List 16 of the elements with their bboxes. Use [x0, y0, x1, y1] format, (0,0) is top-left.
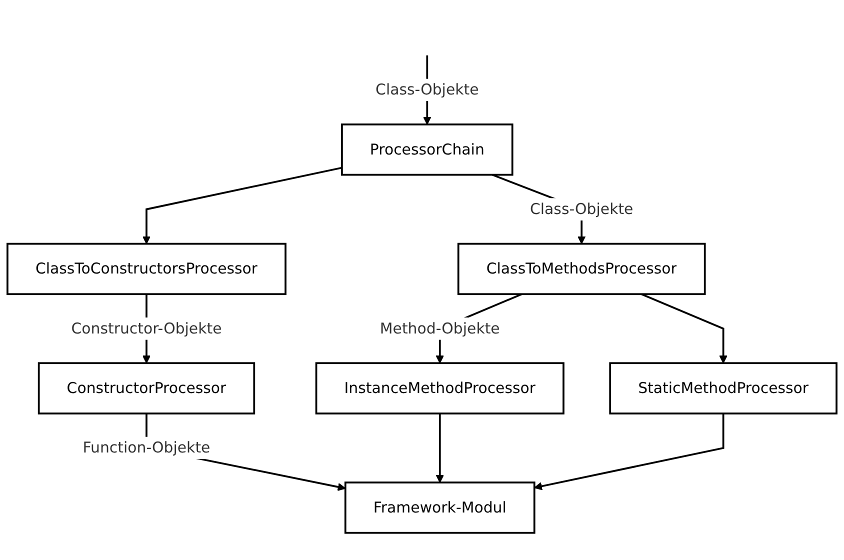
edge-label: Function-Objekte — [82, 438, 210, 456]
node-box: InstanceMethodProcessor — [315, 362, 564, 414]
edge-label: Class-Objekte — [530, 200, 634, 218]
arrow — [641, 293, 728, 364]
edge-label: Class-Objekte — [376, 80, 479, 98]
node-box: StaticMethodProcessor — [609, 362, 838, 414]
arrow — [534, 413, 724, 490]
node-box: ClassToConstructorsProcessor — [6, 242, 286, 295]
node-box: ClassToMethodsProcessor — [457, 242, 706, 295]
node-box: ConstructorProcessor — [38, 362, 256, 414]
arrow — [436, 413, 444, 483]
edge-label: Method-Objekte — [380, 319, 500, 337]
arrow — [142, 166, 342, 244]
node-box: ProcessorChain — [341, 123, 514, 176]
node-box: Framework-Modul — [344, 481, 536, 534]
edge-label: Constructor-Objekte — [71, 319, 222, 337]
